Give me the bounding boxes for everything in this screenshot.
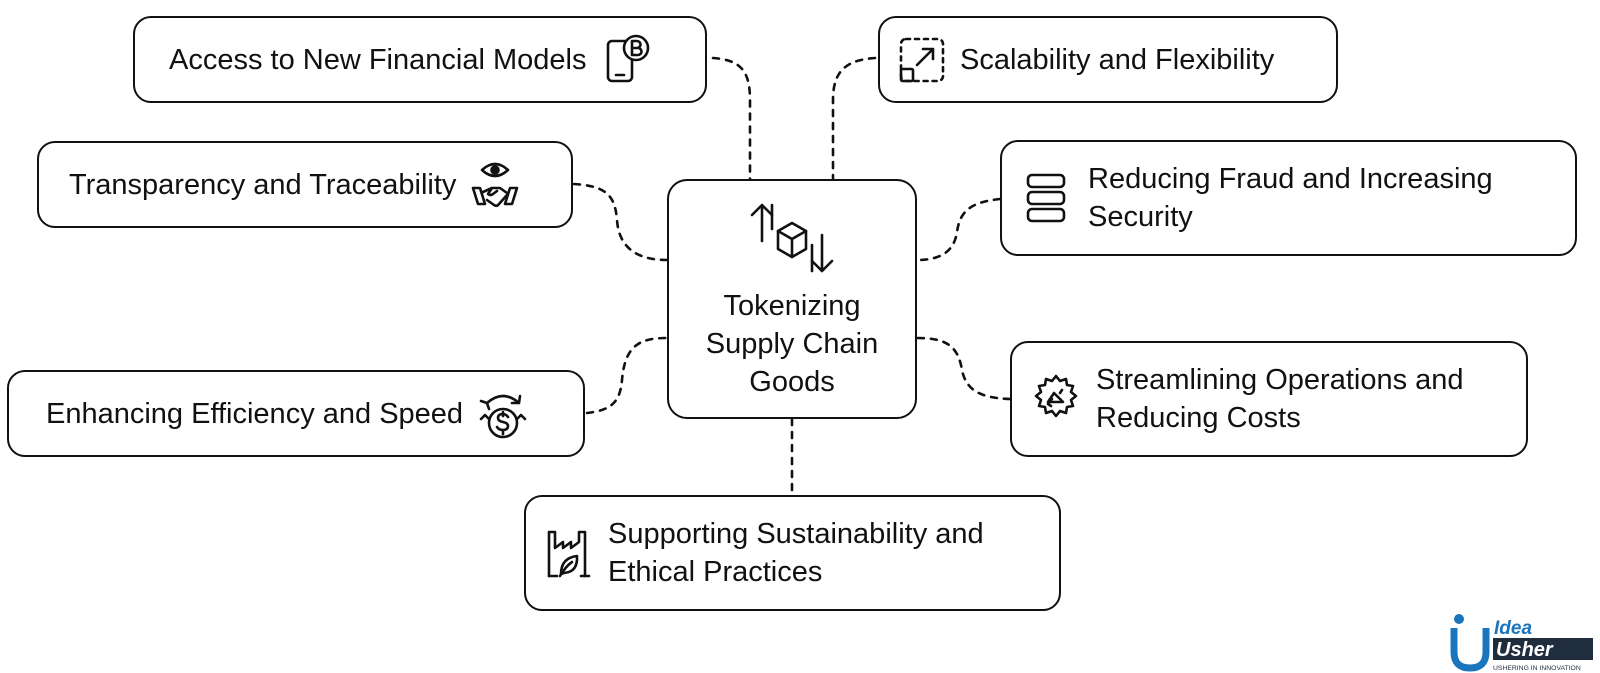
node-transparency-label: Transparency and Traceability [69,168,457,201]
connector-operations [915,336,1012,401]
gear-megaphone-icon [1034,374,1078,418]
center-title: Tokenizing Supply Chain Goods [705,290,879,398]
logo-line2: Usher [1496,639,1554,661]
connector-fraud [915,197,1002,262]
node-fraud-label: Reducing Fraud and Increasing Security [1088,163,1493,233]
node-operations: Streamlining Operations and Reducing Cos… [1010,341,1528,457]
connector-financial [711,56,752,181]
center-node: Tokenizing Supply Chain Goods [667,179,917,419]
connector-transparency [572,182,669,262]
scale-expand-icon [899,37,945,82]
node-sustainability-label: Supporting Sustainability and Ethical Pr… [608,518,984,588]
node-financial-label: Access to New Financial Models [169,43,587,76]
idea-usher-logo: Idea Usher USHERING IN INNOVATION [1450,614,1593,672]
connector-scalability [831,56,877,181]
eco-factory-icon [547,530,591,578]
node-efficiency-label: Enhancing Efficiency and Speed [46,397,464,430]
logo-mark [1450,614,1490,672]
logo-line2-plate [1493,638,1593,660]
logo-tagline: USHERING IN INNOVATION [1493,665,1581,672]
node-fraud: Reducing Fraud and Increasing Security [1000,140,1577,256]
node-efficiency: Enhancing Efficiency and Speed [7,370,585,457]
node-operations-label: Streamlining Operations and Reducing Cos… [1096,364,1464,434]
logo-line1: Idea [1494,618,1532,639]
node-transparency: Transparency and Traceability [37,141,573,228]
node-scalability: Scalability and Flexibility [878,16,1338,103]
eye-handshake-icon [472,162,519,207]
dollar-cycle-icon [479,394,527,438]
bitcoin-phone-icon [607,34,650,82]
node-sustainability: Supporting Sustainability and Ethical Pr… [524,495,1061,611]
connector-efficiency [585,336,669,415]
server-stack-icon [1026,173,1066,223]
token-exchange-icon [750,203,834,273]
node-financial: Access to New Financial Models [133,16,707,103]
node-scalability-label: Scalability and Flexibility [960,43,1275,76]
